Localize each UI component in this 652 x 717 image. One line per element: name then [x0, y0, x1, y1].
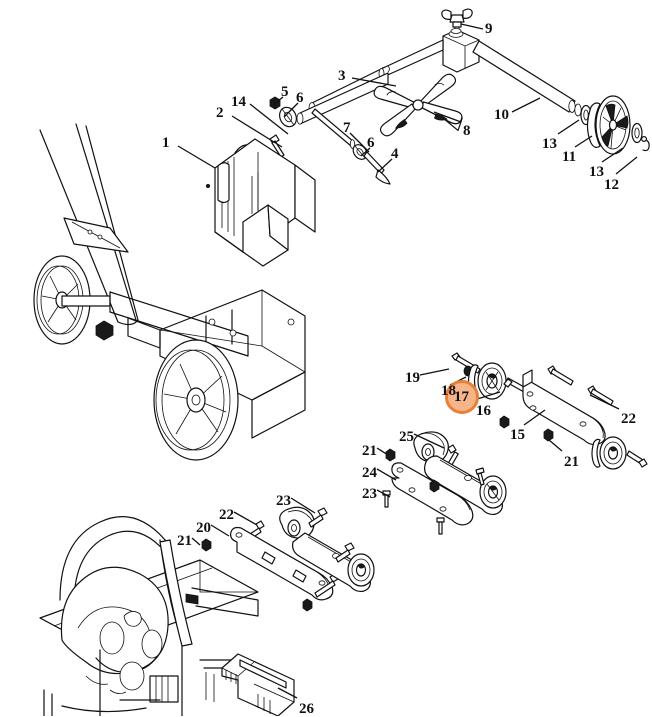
lower-axle-tube-10 [472, 40, 582, 117]
callout-3-5: 3 [338, 68, 346, 84]
short-bolt-mid-right [475, 467, 485, 486]
roller-bracket-assembly [451, 352, 648, 470]
callout-20-28: 20 [196, 520, 211, 536]
callout-21-23: 21 [362, 443, 377, 459]
retaining-clip-12 [640, 136, 650, 152]
lock-nut-lowlink-end [302, 598, 313, 612]
mid-link-bar [279, 506, 375, 593]
callout-13-12: 13 [542, 136, 557, 152]
callout-12-15: 12 [604, 177, 619, 193]
long-bolt-4 [363, 151, 391, 185]
callout-6-4: 6 [296, 90, 304, 106]
callout-7-6: 7 [343, 120, 351, 136]
lock-nut-21-lowlink [201, 538, 212, 552]
callout-24-24: 24 [362, 465, 377, 481]
lock-nut-21-mid [385, 448, 396, 462]
highlight-circle-17[interactable] [445, 380, 479, 414]
highlight-label-17: 17 [454, 389, 469, 405]
callout-5-3: 5 [281, 84, 289, 100]
lock-nut-21-bracket [499, 415, 510, 429]
callout-6-7: 6 [367, 135, 375, 151]
callout-9-9: 9 [485, 21, 493, 37]
link-roller-housing [413, 431, 449, 463]
callout-13-14: 13 [589, 164, 604, 180]
callout-22-20: 22 [621, 411, 636, 427]
short-bolt-23-center [436, 517, 445, 535]
lock-nut-mid-plate [429, 479, 440, 493]
guard-plate-1 [206, 138, 316, 267]
cart-frame-context [33, 123, 306, 461]
callout-21-21: 21 [564, 454, 579, 470]
four-arm-crank-handle-8 [373, 73, 463, 137]
callout-23-26: 23 [276, 493, 291, 509]
callout-19-16: 19 [405, 370, 420, 386]
callout-11-13: 11 [562, 149, 577, 165]
callout-15-19: 15 [510, 427, 525, 443]
lower-link-assembly [201, 506, 375, 612]
link-plate-24 [391, 462, 474, 526]
callout-26-30: 26 [299, 701, 314, 717]
callout-18-17: 18 [441, 383, 456, 399]
callout-16-18: 16 [476, 403, 491, 419]
callout-10-11: 10 [494, 107, 509, 123]
lock-nut-21-lower [543, 428, 554, 442]
callout-2-1: 2 [216, 105, 224, 121]
rear-wheel [33, 255, 111, 345]
middle-link-assembly [382, 431, 507, 535]
lower-left-tube-segment [296, 72, 389, 125]
guide-roller-secondary [591, 436, 648, 470]
callout-23-25: 23 [362, 486, 377, 502]
callout-4-8: 4 [391, 146, 399, 162]
link-end-roller [479, 475, 507, 509]
top-drive-assembly [296, 8, 650, 185]
carriage-bolt-14 [269, 134, 285, 158]
callout-1-0: 1 [162, 135, 170, 151]
front-wheel [153, 339, 239, 461]
shaft-pin-7 [311, 108, 356, 149]
lower-link-bar-20 [230, 526, 334, 601]
spacer-bushing-6-lower [352, 144, 368, 160]
hex-bolt-22-upper [547, 365, 574, 386]
callout-22-27: 22 [219, 507, 234, 523]
machine-context [39, 516, 259, 716]
callout-25-22: 25 [399, 429, 414, 445]
callout-21-29: 21 [177, 533, 192, 549]
callout-8-10: 8 [463, 123, 471, 139]
hex-bolt-22-lower [587, 385, 614, 406]
tube-joint-block [442, 28, 480, 73]
wing-nut-9 [441, 8, 473, 34]
spoked-wheel-11 [586, 95, 631, 155]
clamp-block-26 [221, 653, 295, 716]
callout-14-2: 14 [231, 94, 246, 110]
washer-13-outer [631, 122, 643, 144]
